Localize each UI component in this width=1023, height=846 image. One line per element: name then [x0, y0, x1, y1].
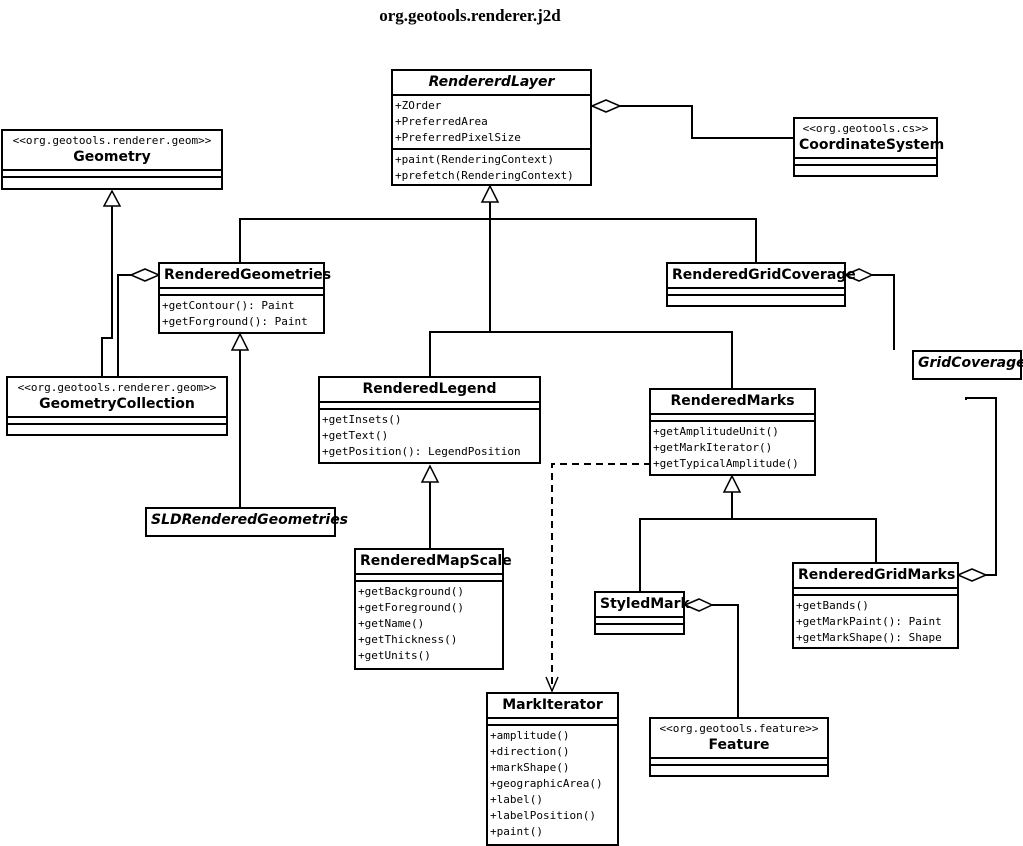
generalization-arrowhead [722, 474, 742, 493]
class-name: Geometry [73, 149, 151, 165]
operation: +getBackground() [358, 585, 464, 598]
generalization-arrowhead [102, 189, 122, 207]
class-feature: <<org.geotools.feature>> Feature [649, 717, 829, 777]
aggregation-diamond [590, 99, 622, 113]
aggregation-diamond [843, 268, 874, 282]
stereotype: <<org.geotools.feature>> [659, 722, 819, 735]
class-rendered-grid-marks: RenderedGridMarks +getBands() +getMarkPa… [792, 562, 959, 649]
class-rendered-geometries: RenderedGeometries +getContour(): Paint … [158, 262, 332, 334]
generalization-edge [101, 206, 113, 376]
aggregation-diamond [683, 598, 714, 612]
operation: +getName() [358, 617, 425, 630]
class-geometry-collection: <<org.geotools.renderer.geom>> GeometryC… [6, 376, 228, 436]
operation: +label() [490, 793, 543, 806]
stereotype: <<org.geotools.renderer.geom>> [17, 381, 217, 394]
attribute: +PreferredArea [395, 115, 488, 128]
class-name: MarkIterator [502, 697, 603, 713]
class-rendererd-layer: RendererdLayer +ZOrder +PreferredArea +P… [391, 69, 592, 186]
class-name: StyledMark [600, 596, 690, 612]
aggregation-edge [872, 274, 895, 350]
class-geometry: <<org.geotools.renderer.geom>> Geometry [1, 129, 223, 190]
operation: +labelPosition() [490, 809, 596, 822]
generalization-arrowhead [420, 464, 440, 483]
class-rendered-map-scale: RenderedMapScale +getBackground() +getFo… [354, 548, 512, 670]
operation: +getPosition(): LegendPosition [322, 445, 521, 458]
generalization-arrowhead [230, 332, 250, 351]
class-name: RendererdLayer [428, 74, 555, 90]
stereotype: <<org.geotools.renderer.geom>> [12, 134, 212, 147]
class-name: RenderedLegend [362, 381, 497, 397]
class-name: GeometryCollection [39, 396, 195, 412]
operation: +getForground(): Paint [162, 315, 308, 328]
attribute: +PreferredPixelSize [395, 131, 521, 144]
operation: +getContour(): Paint [162, 299, 295, 312]
class-name: SLDRenderedGeometries [151, 512, 349, 528]
generalization-edge [239, 218, 757, 262]
operation: +getInsets() [322, 413, 402, 426]
aggregation-edge [965, 397, 997, 576]
class-styled-mark: StyledMark [594, 591, 690, 635]
attribute: +ZOrder [395, 99, 442, 112]
operation: +getMarkPaint(): Paint [796, 615, 942, 628]
class-name: CoordinateSystem [799, 137, 945, 153]
class-name: GridCoverage [918, 355, 1023, 371]
operation: +markShape() [490, 761, 570, 774]
operation: +getMarkIterator() [653, 441, 773, 454]
class-grid-coverage: GridCoverage [912, 350, 1023, 380]
operation: +amplitude() [490, 729, 570, 742]
dependency-arrowhead [545, 676, 559, 693]
operation: +getUnits() [358, 649, 431, 662]
diagram-title: org.geotools.renderer.j2d [379, 6, 561, 25]
class-mark-iterator: MarkIterator +amplitude() +direction() +… [486, 692, 619, 846]
class-rendered-legend: RenderedLegend +getInsets() +getText() +… [318, 376, 541, 464]
operation: +getMarkShape(): Shape [796, 631, 942, 644]
generalization-arrowhead [480, 184, 500, 203]
operation: +prefetch(RenderingContext) [395, 169, 574, 182]
class-sld-rendered-geometries: SLDRenderedGeometries [145, 507, 349, 537]
generalization-edge [639, 518, 877, 591]
operation: +getForeground() [358, 601, 464, 614]
aggregation-edge [620, 105, 793, 139]
class-name: Feature [708, 737, 770, 753]
operation: +paint(RenderingContext) [395, 153, 554, 166]
class-rendered-grid-coverage: RenderedGridCoverage [666, 262, 856, 307]
operation: +paint() [490, 825, 543, 838]
class-name: RenderedGridMarks [798, 567, 956, 583]
operation: +getText() [322, 429, 389, 442]
class-coordinate-system: <<org.geotools.cs>> CoordinateSystem [793, 117, 945, 177]
aggregation-edge [117, 274, 131, 376]
operation: +getThickness() [358, 633, 458, 646]
operation: +getBands() [796, 599, 869, 612]
generalization-edge [429, 331, 733, 388]
operation: +geographicArea() [490, 777, 603, 790]
class-name: RenderedGridCoverage [672, 267, 856, 283]
stereotype: <<org.geotools.cs>> [802, 122, 929, 135]
class-name: RenderedMarks [670, 393, 795, 409]
operation: +getTypicalAmplitude() [653, 457, 799, 470]
aggregation-edge [712, 604, 739, 718]
aggregation-diamond [956, 568, 988, 582]
operation: +direction() [490, 745, 570, 758]
class-rendered-marks: RenderedMarks +getAmplitudeUnit() +getMa… [649, 388, 816, 476]
aggregation-diamond [129, 268, 161, 282]
class-name: RenderedGeometries [164, 267, 332, 283]
dependency-edge [551, 463, 651, 690]
class-name: RenderedMapScale [360, 553, 512, 569]
operation: +getAmplitudeUnit() [653, 425, 779, 438]
